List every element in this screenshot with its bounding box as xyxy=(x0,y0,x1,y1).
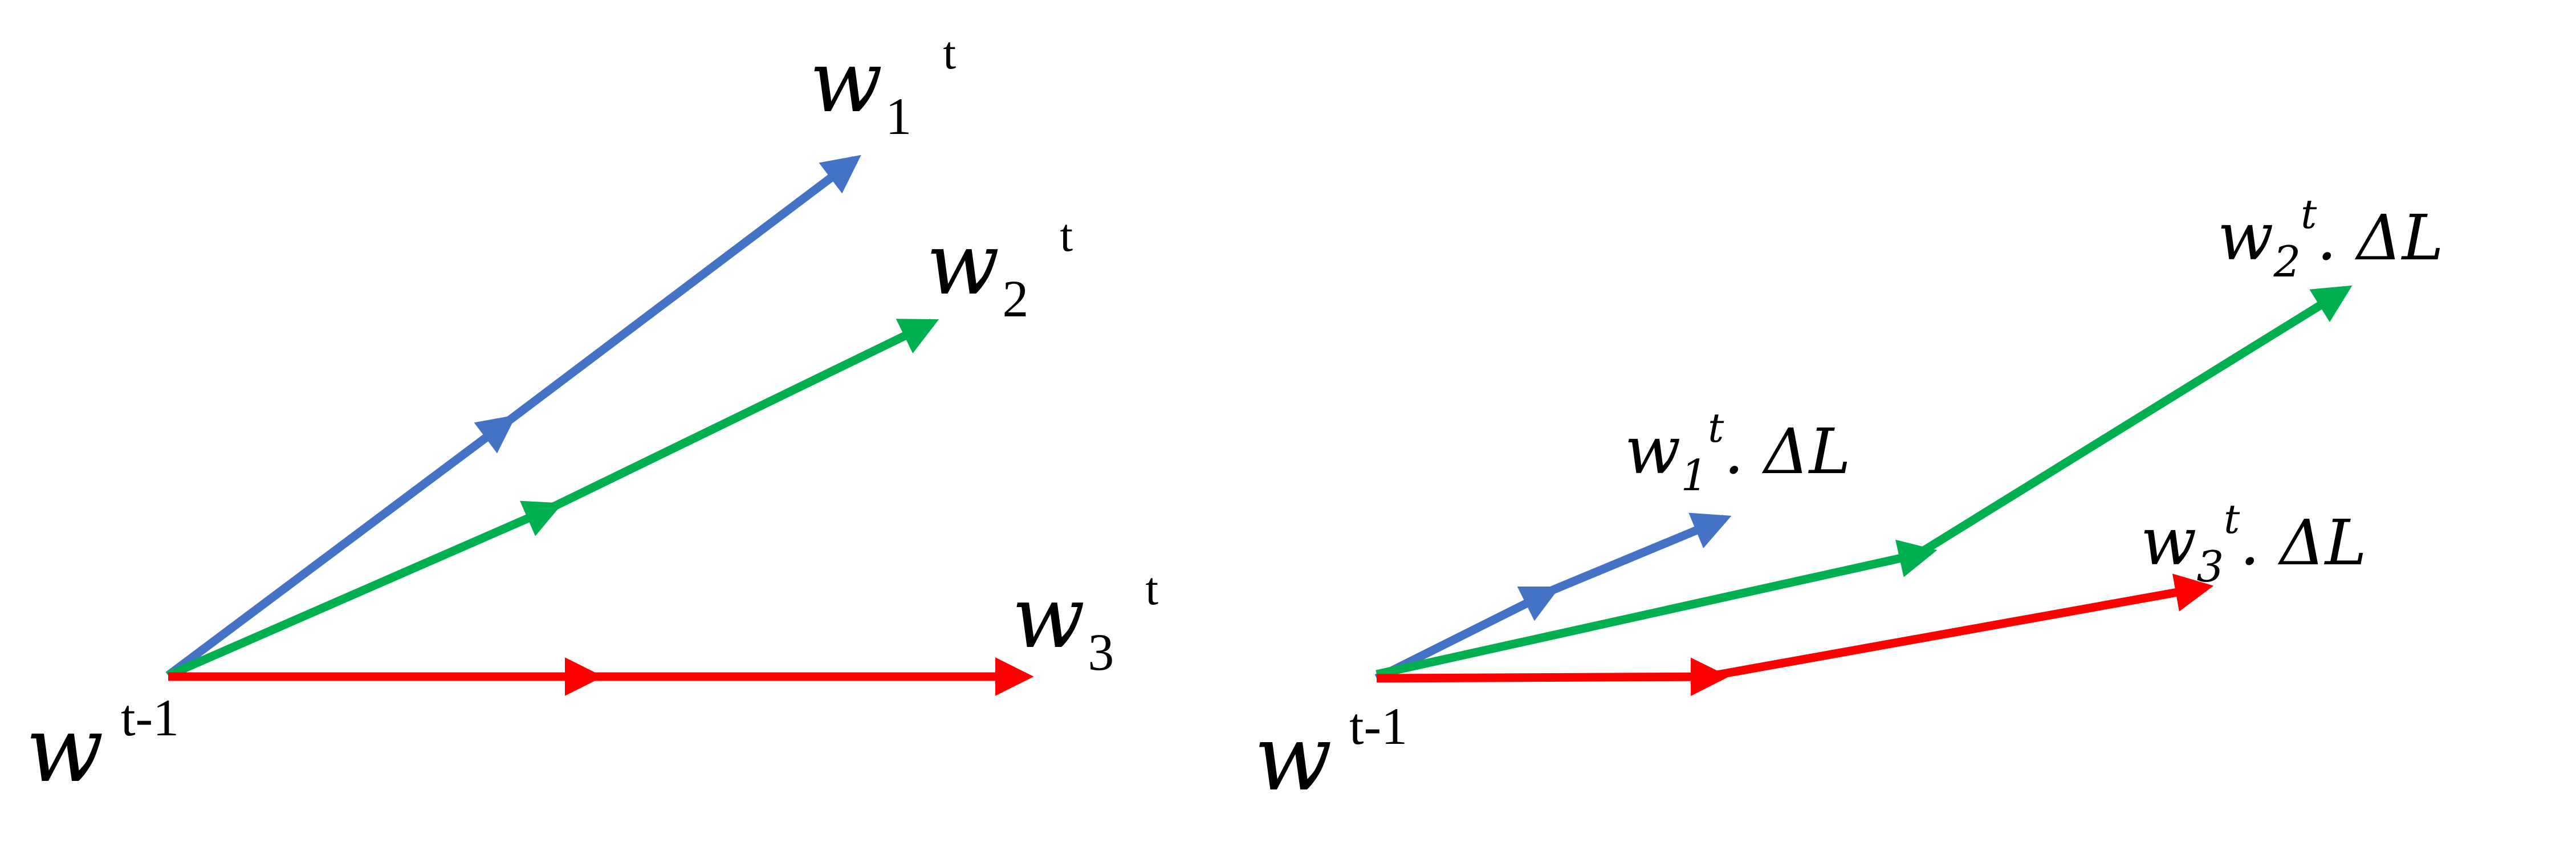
right-vector-w2dl xyxy=(1376,285,2353,679)
right-vector-w1dl xyxy=(1374,512,1732,682)
left-vector-w2 xyxy=(166,319,939,679)
right-w3dl-segment-1 xyxy=(1376,657,1729,697)
right-w3dl-segment-2 xyxy=(1706,573,2214,681)
right-vector-w3dl xyxy=(1376,573,2214,697)
left-w1-segment-1 xyxy=(165,414,516,679)
left-w2-segment-1 xyxy=(166,500,563,679)
left-w1-segment-2 xyxy=(493,154,861,434)
left-label-w2: w2t xyxy=(926,209,1073,328)
right-w2dl-segment-2 xyxy=(1913,285,2353,560)
right-w2dl-segment-1 xyxy=(1376,539,1938,679)
right-label-w1dl: w1t. ΔL xyxy=(1625,405,1851,500)
left-w2-segment-2 xyxy=(539,319,939,516)
right-label-w2dl: w2t. ΔL xyxy=(2217,191,2444,287)
right-w1dl-segment-2 xyxy=(1537,512,1732,600)
right-label-w3dl: w3t. ΔL xyxy=(2140,496,2367,592)
left-label-w3: w3t xyxy=(1012,563,1158,681)
left-vector-w1 xyxy=(165,154,861,679)
left-label-w1: w1t xyxy=(809,27,956,145)
